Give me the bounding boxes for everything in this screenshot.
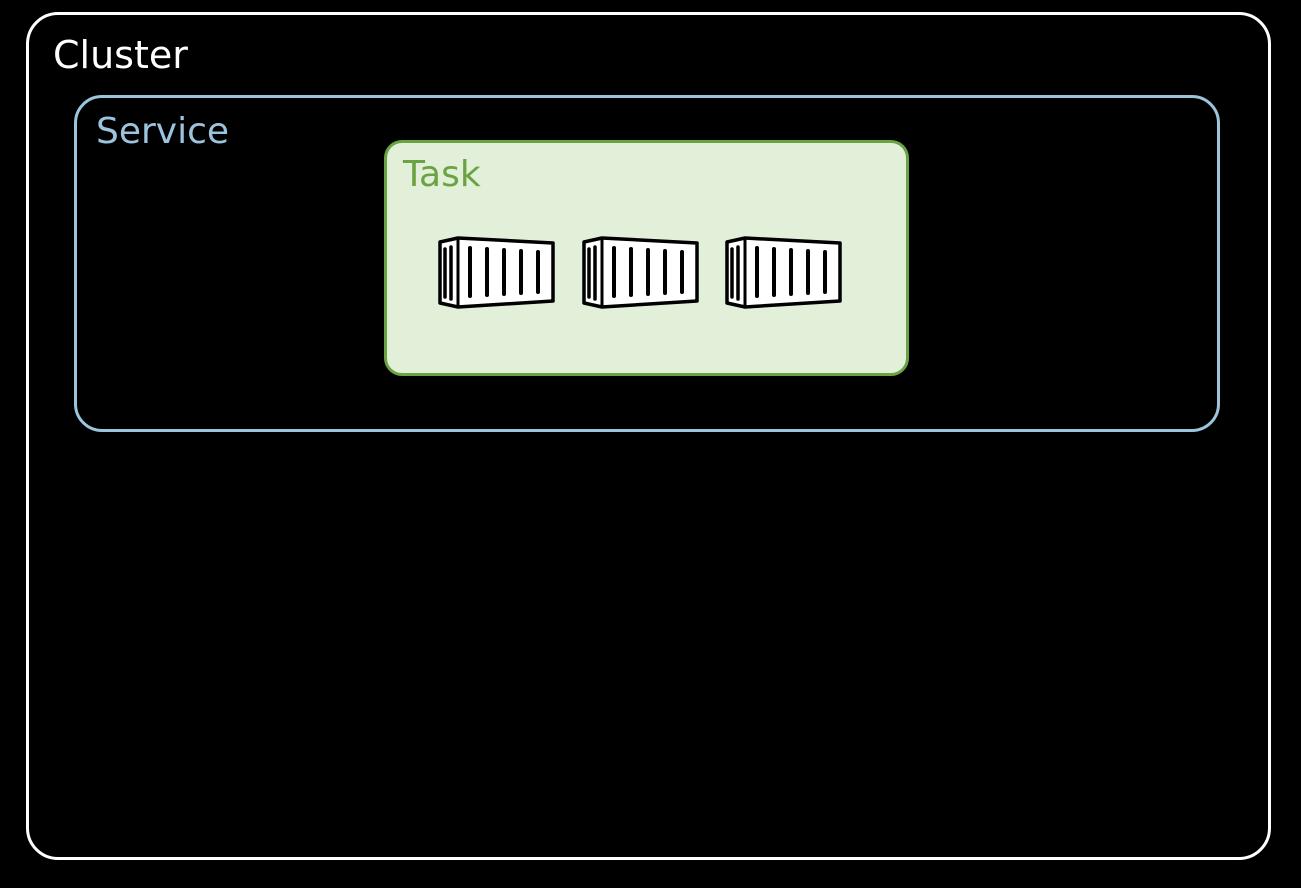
service-label: Service [96,111,230,152]
task-label: Task [403,154,481,195]
cluster-label: Cluster [53,33,188,77]
shipping-container-icon [725,236,842,309]
cluster-box: Cluster [26,12,1271,860]
shipping-container-icon [582,236,699,309]
service-box: Service [74,95,1220,432]
shipping-container-icon [438,236,555,309]
